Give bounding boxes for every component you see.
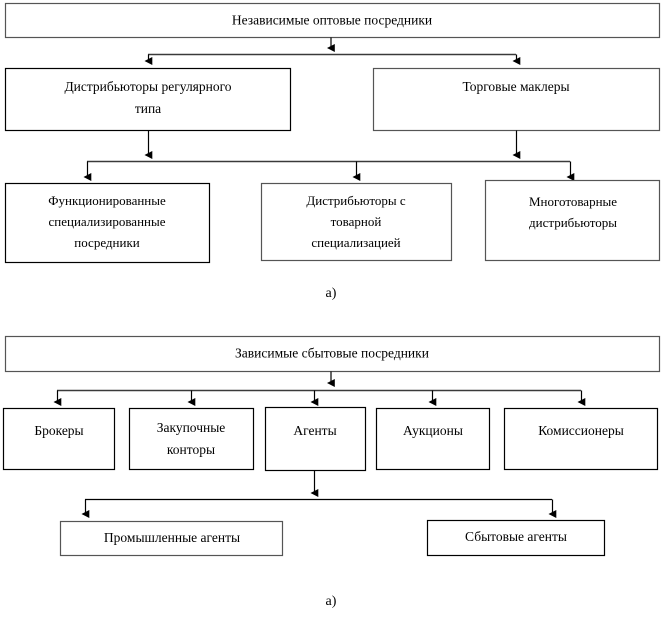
node-label-line2: типа	[135, 101, 161, 116]
node-label: Зависимые сбытовые посредники	[235, 346, 429, 361]
node-label: Независимые оптовые посредники	[232, 13, 432, 28]
node-multiproduct-distributors[interactable]: Многотоварные дистрибьюторы	[484, 179, 661, 262]
node-purchasing-offices[interactable]: Закупочные конторы	[128, 407, 255, 471]
node-label-line2: дистрибьюторы	[529, 215, 617, 230]
node-label-line2: специализированные	[49, 214, 166, 229]
node-label-line3: посредники	[74, 235, 139, 250]
node-box-rect	[426, 519, 606, 557]
node-label-line1: Функционированные	[48, 193, 166, 208]
node-product-specialized-distributors[interactable]: Дистрибьюторы с товарной специализацией	[260, 182, 453, 262]
node-label-line1: Аукционы	[403, 423, 463, 438]
node-industrial-agents[interactable]: Промышленные агенты	[59, 520, 284, 557]
node-auctions[interactable]: Аукционы	[375, 407, 491, 471]
caption-diagram-a: а)	[326, 286, 337, 301]
node-commission-agents[interactable]: Комиссионеры	[503, 407, 659, 471]
node-box-rect	[4, 67, 292, 132]
node-box-rect	[2, 407, 116, 471]
node-label-line1: Комиссионеры	[538, 423, 624, 438]
node-dependent-sales-intermediaries[interactable]: Зависимые сбытовые посредники	[4, 335, 661, 373]
node-box-rect	[484, 179, 661, 262]
node-box-rect	[372, 67, 661, 132]
node-label-line1: Дистрибьюторы с	[306, 193, 405, 208]
node-independent-wholesale-intermediaries[interactable]: Независимые оптовые посредники	[4, 2, 661, 39]
node-label-line1: Сбытовые агенты	[465, 529, 567, 544]
node-label-line2: товарной	[331, 214, 382, 229]
node-brokers[interactable]: Брокеры	[2, 407, 116, 471]
node-box-rect	[375, 407, 491, 471]
node-label-line1: Многотоварные	[529, 194, 617, 209]
node-box-rect	[128, 407, 255, 471]
node-label-line1: Агенты	[293, 423, 336, 438]
node-box-rect	[264, 406, 367, 472]
node-label-line1: Брокеры	[34, 423, 83, 438]
node-label-line3: специализацией	[311, 235, 400, 250]
node-box-rect	[4, 182, 211, 264]
node-label-line1: Торговые маклеры	[462, 79, 569, 94]
node-box-rect	[260, 182, 453, 262]
node-box-rect	[59, 520, 284, 557]
node-box-rect	[4, 335, 661, 373]
node-box-rect	[4, 2, 661, 39]
node-label-line1: Закупочные	[157, 420, 226, 435]
node-sales-agents[interactable]: Сбытовые агенты	[426, 519, 606, 557]
node-label-line1: Промышленные агенты	[104, 530, 240, 545]
diagram-b: Зависимые сбытовые посредники Брокеры За…	[2, 335, 661, 609]
diagram-a: Независимые оптовые посредники Дистрибью…	[4, 2, 661, 301]
node-trade-brokers[interactable]: Торговые маклеры	[372, 67, 661, 132]
node-box-rect	[503, 407, 659, 471]
caption-diagram-b: а)	[326, 594, 337, 609]
node-label-line1: Дистрибьюторы регулярного	[64, 79, 231, 94]
node-agents[interactable]: Агенты	[264, 406, 367, 472]
node-regular-distributors[interactable]: Дистрибьюторы регулярного типа	[4, 67, 292, 132]
node-functional-specialized-intermediaries[interactable]: Функционированные специализированные пос…	[4, 182, 211, 264]
node-label-line2: конторы	[167, 442, 215, 457]
